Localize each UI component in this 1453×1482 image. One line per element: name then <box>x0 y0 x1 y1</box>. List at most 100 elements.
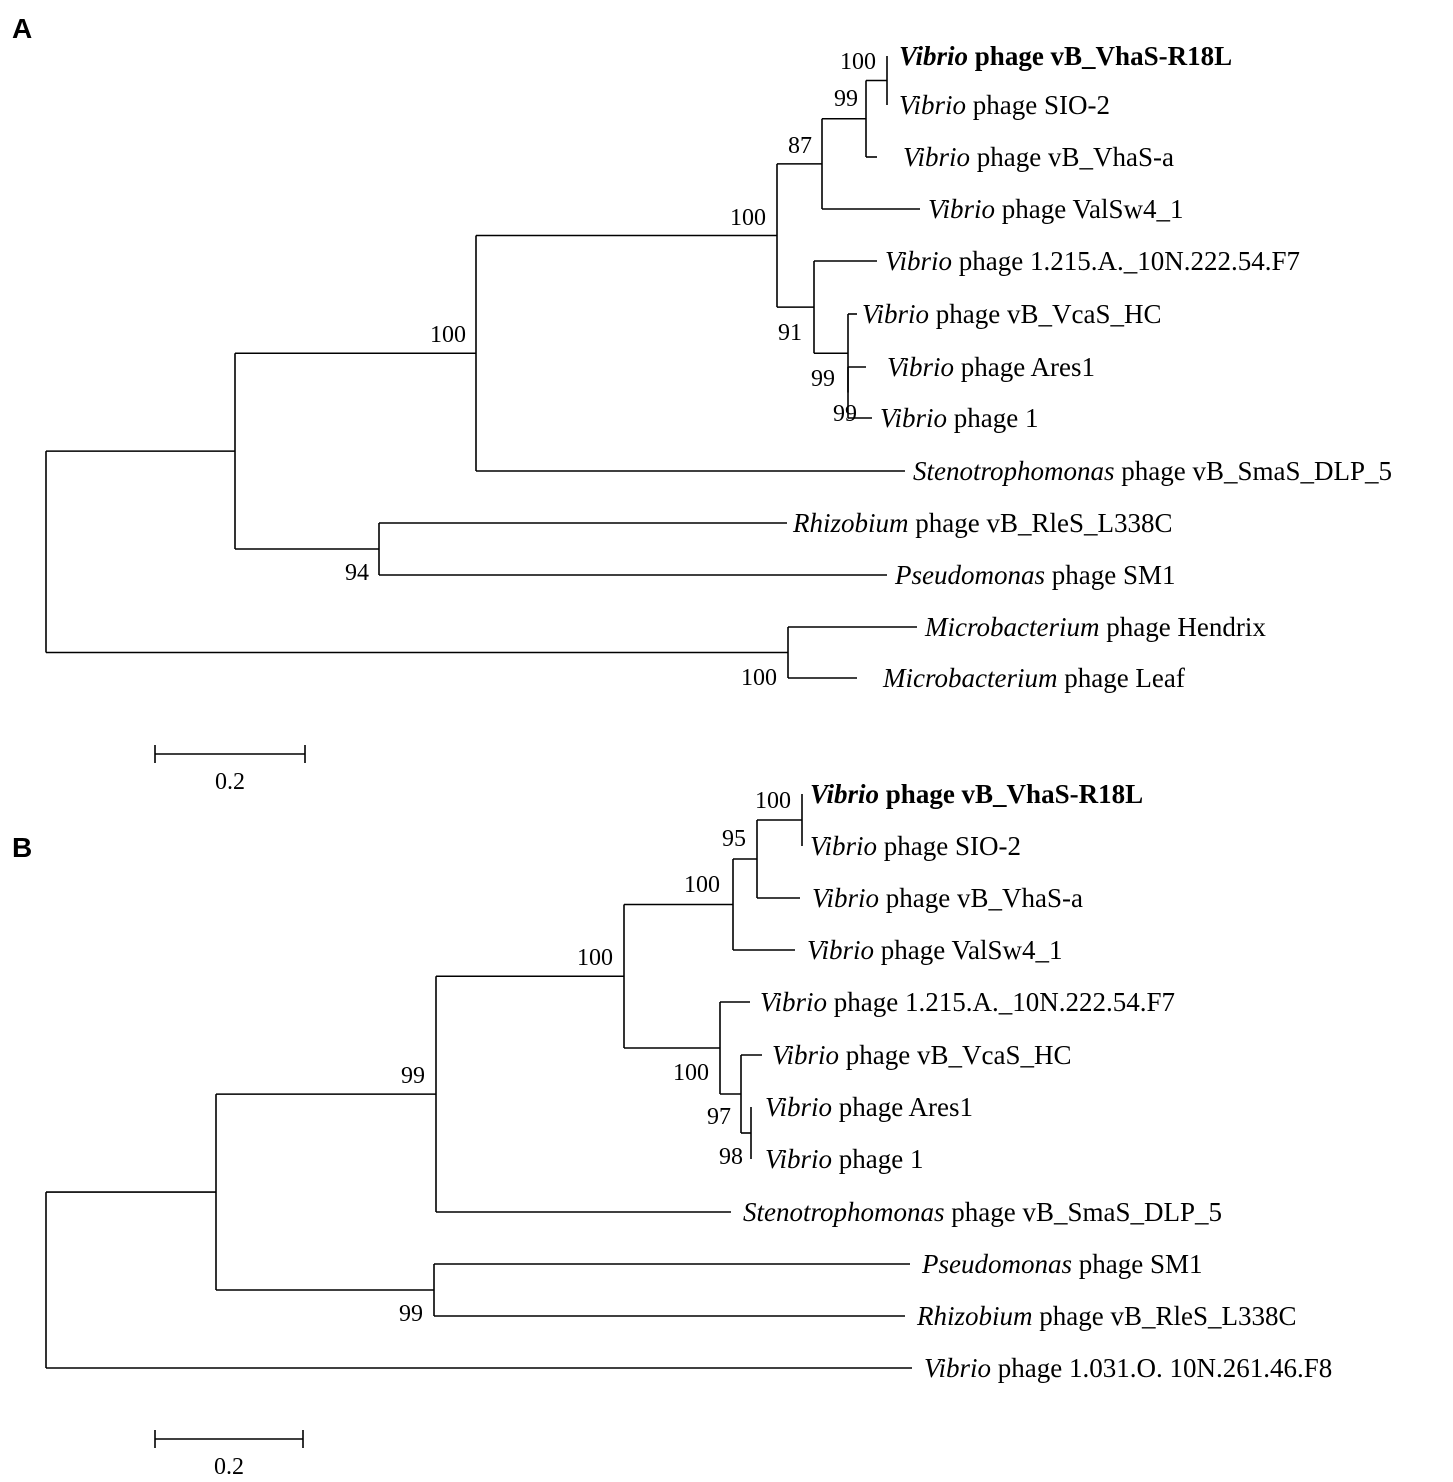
leaf-label: Microbacterium phage Hendrix <box>924 612 1266 642</box>
bootstrap-value: 100 <box>755 788 791 814</box>
leaf-label: Stenotrophomonas phage vB_SmaS_DLP_5 <box>743 1197 1222 1227</box>
leaf-genus: Vibrio <box>862 299 929 329</box>
bootstrap-value: 87 <box>788 133 812 159</box>
leaf-name: phage Hendrix <box>1099 612 1266 642</box>
bootstrap-value: 100 <box>673 1060 709 1086</box>
leaf-genus: Vibrio <box>899 41 968 71</box>
leaf-label: Vibrio phage Ares1 <box>765 1092 973 1122</box>
panel-a-scale-bar: 0.2 <box>154 745 306 795</box>
leaf-name: phage SM1 <box>1045 560 1176 590</box>
bootstrap-value: 95 <box>722 826 746 852</box>
leaf-genus: Stenotrophomonas <box>743 1197 945 1227</box>
bootstrap-value: 100 <box>730 205 766 231</box>
leaf-name: phage Leaf <box>1057 663 1184 693</box>
bootstrap-value: 100 <box>430 322 466 348</box>
bootstrap-value: 100 <box>577 945 613 971</box>
panel-b-label: B <box>12 832 32 863</box>
leaf-name: phage vB_VhaS-R18L <box>879 779 1143 809</box>
leaf-name: phage vB_VhaS-a <box>879 883 1083 913</box>
leaf-label: Vibrio phage 1.215.A._10N.222.54.F7 <box>760 987 1175 1017</box>
leaf-name: phage 1 <box>947 403 1038 433</box>
leaf-label: Vibrio phage vB_VhaS-a <box>812 883 1083 913</box>
leaf-name: phage 1.215.A._10N.222.54.F7 <box>952 246 1300 276</box>
leaf-genus: Microbacterium <box>882 663 1057 693</box>
leaf-name: phage vB_VcaS_HC <box>839 1040 1071 1070</box>
bootstrap-value: 99 <box>833 401 857 427</box>
leaf-genus: Vibrio <box>807 935 874 965</box>
leaf-genus: Vibrio <box>924 1353 991 1383</box>
leaf-genus: Vibrio <box>887 352 954 382</box>
leaf-label: Vibrio phage 1.215.A._10N.222.54.F7 <box>885 246 1300 276</box>
leaf-label: Vibrio phage Ares1 <box>887 352 1095 382</box>
leaf-name: phage vB_RleS_L338C <box>909 508 1173 538</box>
leaf-name: phage Ares1 <box>954 352 1095 382</box>
leaf-genus: Rhizobium <box>916 1301 1033 1331</box>
leaf-label: Vibrio phage vB_VcaS_HC <box>772 1040 1071 1070</box>
bootstrap-value: 99 <box>834 86 858 112</box>
leaf-genus: Vibrio <box>765 1144 832 1174</box>
leaf-name: phage vB_SmaS_DLP_5 <box>1115 456 1393 486</box>
leaf-label: Microbacterium phage Leaf <box>882 663 1185 693</box>
panel-a-label: A <box>12 13 32 44</box>
leaf-genus: Vibrio <box>760 987 827 1017</box>
leaf-label: Vibrio phage 1.031.O. 10N.261.46.F8 <box>924 1353 1332 1383</box>
leaf-label: Pseudomonas phage SM1 <box>921 1249 1203 1279</box>
leaf-genus: Stenotrophomonas <box>913 456 1115 486</box>
scale-bar-label: 0.2 <box>214 1454 244 1480</box>
leaf-label: Rhizobium phage vB_RleS_L338C <box>916 1301 1297 1331</box>
panel-a-bootstrap-values: 100 99 87 100 91 99 99 100 94 100 <box>345 49 876 691</box>
bootstrap-value: 100 <box>741 665 777 691</box>
leaf-label: Rhizobium phage vB_RleS_L338C <box>792 508 1173 538</box>
leaf-label: Pseudomonas phage SM1 <box>894 560 1176 590</box>
leaf-name: phage SIO-2 <box>966 90 1110 120</box>
panel-b-scale-bar: 0.2 <box>154 1430 304 1480</box>
leaf-genus: Vibrio <box>885 246 952 276</box>
leaf-label: Vibrio phage 1 <box>880 403 1038 433</box>
leaf-label: Vibrio phage ValSw4_1 <box>928 194 1184 224</box>
bootstrap-value: 98 <box>719 1144 743 1170</box>
leaf-label: Vibrio phage vB_VhaS-a <box>903 142 1174 172</box>
leaf-genus: Vibrio <box>810 779 879 809</box>
bootstrap-value: 91 <box>778 320 802 346</box>
leaf-name: phage vB_SmaS_DLP_5 <box>945 1197 1223 1227</box>
leaf-genus: Vibrio <box>928 194 995 224</box>
leaf-genus: Vibrio <box>810 831 877 861</box>
leaf-label: Vibrio phage SIO-2 <box>810 831 1021 861</box>
panel-a-branches <box>45 56 920 679</box>
leaf-label: Stenotrophomonas phage vB_SmaS_DLP_5 <box>913 456 1392 486</box>
leaf-name: phage SM1 <box>1072 1249 1203 1279</box>
leaf-label: Vibrio phage 1 <box>765 1144 923 1174</box>
scale-bar-label: 0.2 <box>215 769 245 795</box>
bootstrap-value: 100 <box>840 49 876 75</box>
leaf-genus: Pseudomonas <box>921 1249 1072 1279</box>
leaf-genus: Vibrio <box>880 403 947 433</box>
panel-b-leaf-labels: Vibrio phage vB_VhaS-R18L Vibrio phage SI… <box>743 779 1332 1383</box>
leaf-genus: Vibrio <box>903 142 970 172</box>
leaf-name: phage ValSw4_1 <box>995 194 1184 224</box>
bootstrap-value: 99 <box>811 366 835 392</box>
leaf-label: Vibrio phage vB_VhaS-R18L <box>810 779 1143 809</box>
bootstrap-value: 94 <box>345 560 369 586</box>
bootstrap-value: 100 <box>684 872 720 898</box>
leaf-label: Vibrio phage vB_VcaS_HC <box>862 299 1161 329</box>
leaf-genus: Vibrio <box>899 90 966 120</box>
leaf-name: phage ValSw4_1 <box>874 935 1063 965</box>
leaf-genus: Microbacterium <box>924 612 1099 642</box>
leaf-name: phage 1.031.O. 10N.261.46.F8 <box>991 1353 1332 1383</box>
bootstrap-value: 99 <box>401 1063 425 1089</box>
leaf-label: Vibrio phage SIO-2 <box>899 90 1110 120</box>
bootstrap-value: 97 <box>707 1104 731 1130</box>
leaf-name: phage vB_VhaS-R18L <box>968 41 1232 71</box>
panel-b-branches <box>45 794 912 1369</box>
leaf-name: phage vB_RleS_L338C <box>1033 1301 1297 1331</box>
leaf-genus: Vibrio <box>812 883 879 913</box>
leaf-name: phage 1 <box>832 1144 923 1174</box>
leaf-name: phage Ares1 <box>832 1092 973 1122</box>
leaf-genus: Rhizobium <box>792 508 909 538</box>
bootstrap-value: 99 <box>399 1301 423 1327</box>
